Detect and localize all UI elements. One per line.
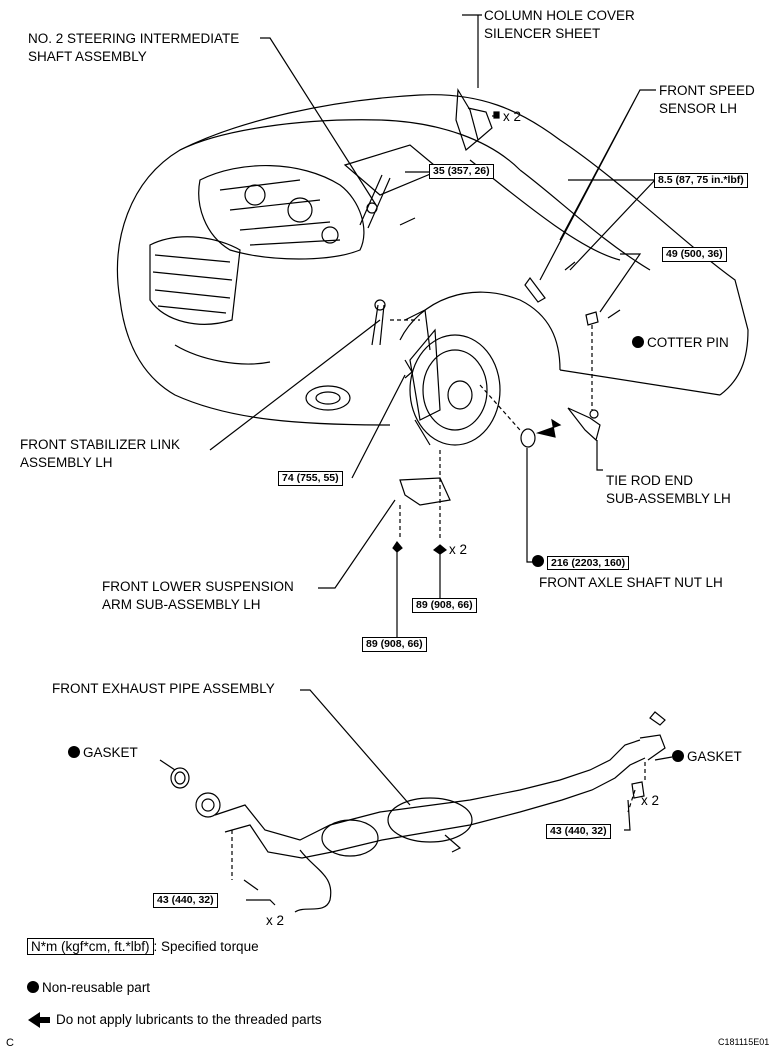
speed-sensor-label: FRONT SPEED SENSOR LH [659,83,755,116]
torque-spec-43-right: 43 (440, 32) [546,824,611,839]
torque-spec-89-left: 89 (908, 66) [362,637,427,652]
axle-nut-label: FRONT AXLE SHAFT NUT LH [539,575,723,590]
brake-hub-part [390,309,521,446]
torque-legend: N*m (kgf*cm, ft.*lbf): Specified torque [27,938,259,956]
suspension-arm-label: FRONT LOWER SUSPENSION ARM SUB-ASSEMBLY … [102,579,294,612]
column-hole-cover-label: COLUMN HOLE COVER SILENCER SHEET [484,8,635,41]
speed-sensor-part [524,89,657,303]
gasket-left-label: GASKET [68,744,138,762]
non-reusable-legend: Non-reusable part [27,979,150,997]
torque-spec-35: 35 (357, 26) [429,164,494,179]
torque-spec-8-5: 8.5 (87, 75 in.*lbf) [654,173,748,188]
torque-spec-49: 49 (500, 36) [662,247,727,262]
cotter-pin-label: COTTER PIN [632,334,729,352]
non-reusable-dot-icon [27,981,39,993]
gasket-right-label: GASKET [672,748,742,766]
non-reusable-dot-icon [68,746,80,758]
arm-bolt-quantity: x 2 [449,542,468,557]
no-lubricant-legend: Do not apply lubricants to the threaded … [56,1012,322,1027]
tie-rod-part [567,253,642,471]
torque-spec-43-left: 43 (440, 32) [153,893,218,908]
tie-rod-label: TIE ROD END SUB-ASSEMBLY LH [606,473,731,506]
torque-spec-216-row: 216 (2203, 160) [532,553,630,571]
stabilizer-link-label: FRONT STABILIZER LINK ASSEMBLY LH [20,437,181,470]
corner-letter: C [6,1037,14,1049]
exhaust-front-bolt-quantity: x 2 [266,913,285,928]
exhaust-pipe-label: FRONT EXHAUST PIPE ASSEMBLY [52,681,275,696]
exhaust-rear-bolt-quantity: x 2 [641,793,660,808]
steering-shaft-label: NO. 2 STEERING INTERMEDIATE SHAFT ASSEMB… [28,31,240,64]
stabilizer-link-part [209,299,413,479]
figure-id: C181115E01 [718,1037,770,1047]
column-hole-cover-part [455,14,500,152]
torque-legend-text: : Specified torque [153,939,259,954]
steering-shaft-part [260,37,430,229]
torque-spec-89-right: 89 (908, 66) [412,598,477,613]
no-lubricant-arrow-icon [28,1012,50,1028]
exhaust-pipe-part [159,689,673,913]
non-reusable-dot-icon [672,750,684,762]
torque-spec-216: 216 (2203, 160) [547,556,630,570]
torque-spec-74: 74 (755, 55) [278,471,343,486]
non-reusable-dot-icon [632,336,644,348]
cover-clip-quantity: x 2 [503,109,522,124]
axle-nut-part [520,418,562,563]
car-body [116,94,749,426]
torque-legend-key: N*m (kgf*cm, ft.*lbf) [27,938,154,955]
non-reusable-dot-icon [532,555,544,567]
